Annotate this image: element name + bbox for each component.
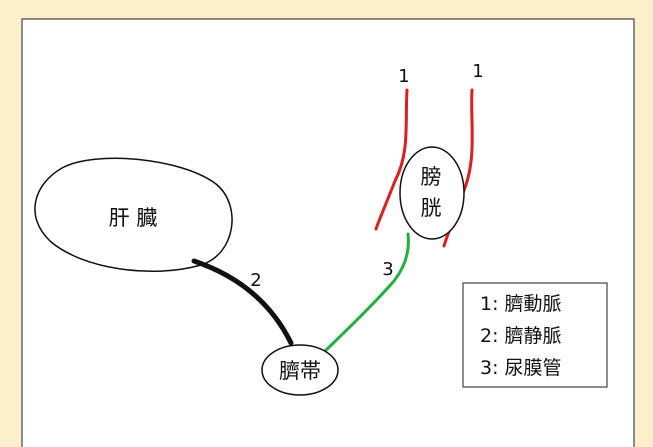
bladder-shape — [399, 146, 465, 240]
umbilical-artery-left-number: 1 — [398, 66, 409, 87]
legend-box — [462, 282, 608, 388]
liver-label: 肝 臓 — [109, 206, 158, 230]
bladder-label-line-1: 膀 — [421, 165, 442, 189]
legend-item-urachus: 3: 尿膜管 — [480, 357, 562, 379]
umbilical-artery-right-number: 1 — [472, 61, 483, 82]
legend-item-umbilical-artery: 1: 臍動脈 — [480, 293, 562, 315]
umbilical-vein-line — [191, 258, 294, 346]
umbilical-artery-left-line — [374, 88, 409, 231]
umbilicus-shape — [261, 344, 339, 396]
umbilicus-label: 臍帯 — [279, 359, 321, 383]
legend: 1: 臍動脈 2: 臍静脈 3: 尿膜管 — [462, 282, 608, 388]
diagram-panel-border — [21, 18, 635, 447]
urachus-number: 3 — [382, 259, 393, 280]
urachus-line — [323, 232, 410, 353]
umbilical-vein-number: 2 — [250, 270, 261, 291]
legend-item-umbilical-vein: 2: 臍静脈 — [480, 325, 562, 347]
bladder-label-line-2: 胱 — [421, 196, 442, 220]
